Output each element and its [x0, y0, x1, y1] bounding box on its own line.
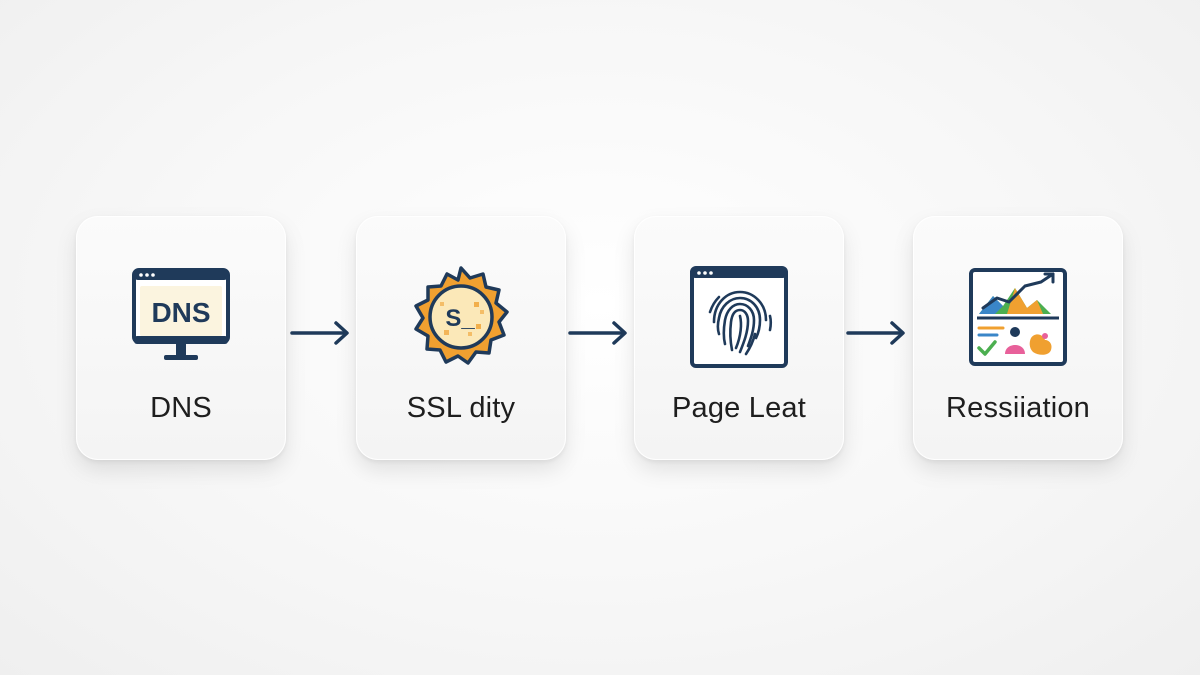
step-label: Page Leat [671, 392, 807, 424]
step-label: Ressiiation [945, 392, 1091, 424]
flow-arrow-icon [846, 318, 908, 348]
flow-arrow-icon [290, 318, 352, 348]
monitor-dns-text: DNS [151, 297, 210, 328]
step-card-dns: DNS DNS [76, 216, 286, 460]
step-card-ssl: S_ SSL dity [356, 216, 566, 460]
ssl-badge-text: S_ [445, 305, 475, 332]
analytics-dashboard-icon [963, 262, 1073, 372]
monitor-dns-icon: DNS [126, 262, 236, 372]
ssl-badge-icon: S_ [406, 262, 516, 372]
fingerprint-window-icon [684, 262, 794, 372]
step-label: SSL dity [406, 392, 516, 424]
step-card-page: Page Leat [634, 216, 844, 460]
step-card-report: Ressiiation [913, 216, 1123, 460]
step-label: DNS [150, 392, 212, 424]
flow-arrow-icon [568, 318, 630, 348]
